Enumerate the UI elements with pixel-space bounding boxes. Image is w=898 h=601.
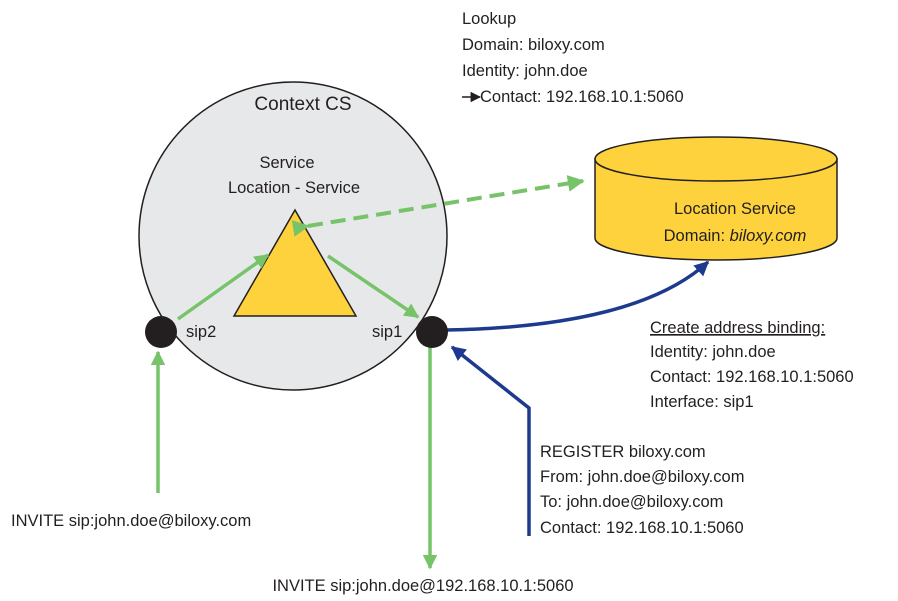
register-arrow <box>450 345 531 536</box>
service-label-line2: Location - Service <box>228 179 360 197</box>
sip1-label: sip1 <box>372 323 402 341</box>
sip2-port <box>145 316 177 348</box>
binding-interface: Interface: sip1 <box>650 393 754 411</box>
lookup-line1: Lookup <box>462 10 516 28</box>
sip2-label: sip2 <box>186 323 216 341</box>
sip2-to-service-arrow <box>176 253 270 321</box>
location-service-domain: Domain: biloxy.com <box>664 227 807 245</box>
service-label-line1: Service <box>259 154 314 172</box>
location-service-database <box>594 136 838 261</box>
invite-inbound-label: INVITE sip:john.doe@biloxy.com <box>11 512 251 530</box>
binding-contact: Contact: 192.168.10.1:5060 <box>650 368 854 386</box>
register-line3: To: john.doe@biloxy.com <box>540 493 723 511</box>
location-service-title: Location Service <box>674 200 796 218</box>
register-line2: From: john.doe@biloxy.com <box>540 468 744 486</box>
invite-outbound-label: INVITE sip:john.doe@192.168.10.1:5060 <box>272 577 573 595</box>
binding-identity: Identity: john.doe <box>650 343 776 361</box>
lookup-line3: Identity: john.doe <box>462 62 588 80</box>
lookup-dashed-arrow <box>291 175 585 237</box>
binding-heading: Create address binding: <box>650 319 825 337</box>
create-binding-arrow <box>445 260 710 332</box>
lookup-line4: Contact: 192.168.10.1:5060 <box>480 88 684 106</box>
register-line1: REGISTER biloxy.com <box>540 443 706 461</box>
register-line4: Contact: 192.168.10.1:5060 <box>540 519 744 537</box>
lookup-line2: Domain: biloxy.com <box>462 36 605 54</box>
context-title: Context CS <box>254 94 351 115</box>
service-to-sip1-arrow <box>327 254 420 319</box>
sip1-port <box>416 316 448 348</box>
